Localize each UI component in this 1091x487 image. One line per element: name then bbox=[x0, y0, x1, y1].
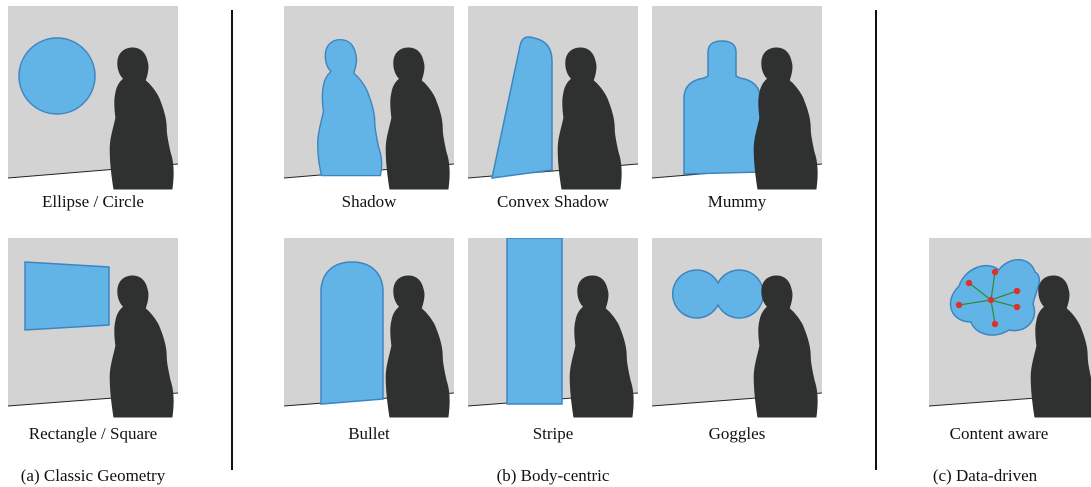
bullet-shape bbox=[321, 262, 383, 404]
ellipse-shape bbox=[19, 38, 95, 114]
label-convex-shadow: Convex Shadow bbox=[453, 192, 653, 212]
panel-shadow bbox=[284, 6, 454, 191]
panel-content-aware bbox=[929, 238, 1091, 423]
label-content-aware: Content aware bbox=[914, 424, 1084, 444]
panel-convex-shadow bbox=[468, 6, 638, 191]
label-rectangle: Rectangle / Square bbox=[0, 424, 193, 444]
rectangle-shape bbox=[25, 262, 109, 330]
label-goggles: Goggles bbox=[637, 424, 837, 444]
label-stripe: Stripe bbox=[453, 424, 653, 444]
panel-ellipse bbox=[8, 6, 178, 191]
divider-right bbox=[875, 10, 877, 470]
label-shadow: Shadow bbox=[269, 192, 469, 212]
caption-body: (b) Body-centric bbox=[423, 466, 683, 486]
divider-left bbox=[231, 10, 233, 470]
panel-mummy bbox=[652, 6, 822, 191]
panel-bullet bbox=[284, 238, 454, 423]
panel-goggles bbox=[652, 238, 822, 423]
panel-rectangle bbox=[8, 238, 178, 423]
panel-stripe bbox=[468, 238, 638, 423]
label-mummy: Mummy bbox=[637, 192, 837, 212]
label-bullet: Bullet bbox=[269, 424, 469, 444]
caption-data: (c) Data-driven bbox=[880, 466, 1090, 486]
label-ellipse: Ellipse / Circle bbox=[0, 192, 193, 212]
stripe-shape bbox=[507, 238, 562, 404]
caption-classic: (a) Classic Geometry bbox=[0, 466, 223, 486]
